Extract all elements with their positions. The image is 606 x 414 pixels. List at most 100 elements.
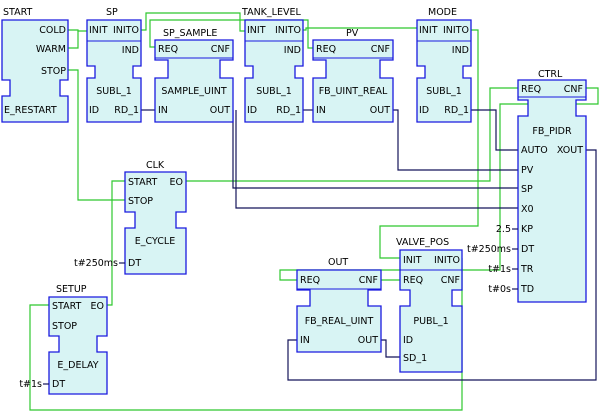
port-inito: INITO <box>275 25 301 36</box>
block-out[interactable]: OUT REQ CNF FB_REAL_UINT IN OUT <box>296 257 382 353</box>
block-tank-level[interactable]: TANK_LEVEL INIT INITO IND SUBL_1 ID RD_1 <box>241 7 304 123</box>
const-dt: t#1s <box>19 379 42 390</box>
port-in: IN <box>316 105 326 116</box>
block-title: SP <box>106 7 118 18</box>
const-tr: t#1s <box>488 264 511 275</box>
port-ind: IND <box>452 45 469 56</box>
port-in: IN <box>158 105 168 116</box>
port-cnf: CNF <box>371 44 390 55</box>
port-rd1: RD_1 <box>276 105 301 116</box>
port-req: REQ <box>300 275 320 286</box>
block-type: FB_UINT_REAL <box>319 86 388 97</box>
port-cnf: CNF <box>359 275 378 286</box>
block-title: PV <box>346 28 359 39</box>
block-type: SAMPLE_UINT <box>161 86 227 97</box>
block-title: START <box>3 7 33 18</box>
block-pv[interactable]: PV REQ CNF FB_UINT_REAL IN OUT <box>312 28 394 123</box>
block-title: OUT <box>328 257 348 268</box>
block-setup[interactable]: SETUP START EO STOP E_DELAY DT t#1s <box>19 284 108 395</box>
port-x0: X0 <box>521 204 534 215</box>
port-cold: COLD <box>39 25 66 36</box>
port-pv: PV <box>521 165 534 176</box>
port-id: ID <box>89 105 99 116</box>
event-link-tank-mode[interactable] <box>302 27 418 31</box>
event-link-clk-ctrl[interactable] <box>186 87 519 182</box>
event-link-setup-clk[interactable] <box>106 180 126 306</box>
event-link-mode-valve[interactable] <box>379 29 479 259</box>
data-link-pv-ctrl[interactable] <box>392 109 519 171</box>
const-kp: 2.5 <box>496 224 511 235</box>
event-link-ctrl-out[interactable] <box>279 87 599 281</box>
port-kp: KP <box>521 224 533 235</box>
block-title: TANK_LEVEL <box>241 7 301 18</box>
block-valve-pos[interactable]: VALVE_POS INIT INITO REQ CNF PUBL_1 ID S… <box>396 237 463 373</box>
port-start: START <box>52 301 82 312</box>
block-type: E_CYCLE <box>135 236 175 247</box>
event-link-sp-tank[interactable] <box>140 12 246 32</box>
port-init: INIT <box>89 25 108 36</box>
port-stop: STOP <box>52 321 77 332</box>
port-dt: DT <box>128 258 141 269</box>
block-ctrl[interactable]: CTRL REQ CNF FB_PIDR XOUT AUTO PV SP X0 … <box>467 69 587 303</box>
port-inito: INITO <box>443 25 469 36</box>
port-inito: INITO <box>434 255 460 266</box>
block-sp[interactable]: SP INIT INITO IND SUBL_1 ID RD_1 <box>86 7 142 123</box>
port-tr: TR <box>520 264 534 275</box>
port-ind: IND <box>122 45 139 56</box>
block-title: CTRL <box>538 69 563 80</box>
port-cnf: CNF <box>564 84 583 95</box>
block-title: VALVE_POS <box>396 237 449 248</box>
port-rd1: RD_1 <box>444 105 469 116</box>
block-type: FB_PIDR <box>532 126 572 137</box>
data-link-ctrl-out-in[interactable] <box>287 149 597 381</box>
port-sd1: SD_1 <box>403 353 427 364</box>
port-id: ID <box>419 105 429 116</box>
data-link-sample-sp[interactable] <box>232 110 519 189</box>
port-xout: XOUT <box>557 145 583 156</box>
port-td: TD <box>520 284 534 295</box>
port-sp: SP <box>521 184 533 195</box>
port-stop: STOP <box>41 66 66 77</box>
block-type: SUBL_1 <box>96 86 132 97</box>
port-eo: EO <box>170 177 183 188</box>
port-ind: IND <box>284 45 301 56</box>
data-link-mode-ctrl[interactable] <box>470 109 519 151</box>
event-link-start-warm-sp[interactable] <box>68 31 79 49</box>
port-init: INIT <box>247 25 266 36</box>
port-id: ID <box>247 105 257 116</box>
port-in: IN <box>300 335 310 346</box>
block-title: SP_SAMPLE <box>163 28 217 39</box>
port-stop: STOP <box>128 196 153 207</box>
port-start: START <box>128 177 158 188</box>
port-dt: DT <box>521 244 534 255</box>
const-td: t#0s <box>488 284 511 295</box>
port-cnf: CNF <box>441 275 460 286</box>
event-link-clk-sample[interactable] <box>149 19 314 49</box>
port-init: INIT <box>419 25 438 36</box>
data-link-out-sd[interactable] <box>380 339 401 358</box>
port-out: OUT <box>358 335 378 346</box>
block-title: MODE <box>428 7 457 18</box>
port-req: REQ <box>403 275 423 286</box>
port-inito: INITO <box>113 25 139 36</box>
block-start[interactable]: START COLD WARM STOP E_RESTART <box>1 7 69 123</box>
port-out: OUT <box>370 105 390 116</box>
block-type: FB_REAL_UINT <box>305 316 374 327</box>
port-warm: WARM <box>36 44 66 55</box>
port-id: ID <box>403 335 413 346</box>
block-sp-sample[interactable]: SP_SAMPLE REQ CNF SAMPLE_UINT IN OUT <box>154 28 234 123</box>
const-dt: t#250ms <box>74 258 118 269</box>
block-clk[interactable]: CLK START EO STOP E_CYCLE DT t#250ms <box>74 160 187 275</box>
data-link-x0[interactable] <box>235 110 519 209</box>
port-req: REQ <box>158 44 178 55</box>
port-auto: AUTO <box>521 145 548 156</box>
event-link-start-sp[interactable] <box>68 29 88 32</box>
port-dt: DT <box>52 379 65 390</box>
block-mode[interactable]: MODE INIT INITO IND SUBL_1 ID RD_1 <box>416 7 472 123</box>
block-title: SETUP <box>56 284 87 295</box>
block-title: CLK <box>146 160 165 171</box>
port-req: REQ <box>316 44 336 55</box>
event-link-start-clk[interactable] <box>68 69 126 201</box>
const-dt: t#250ms <box>467 244 511 255</box>
block-type: SUBL_1 <box>256 86 292 97</box>
